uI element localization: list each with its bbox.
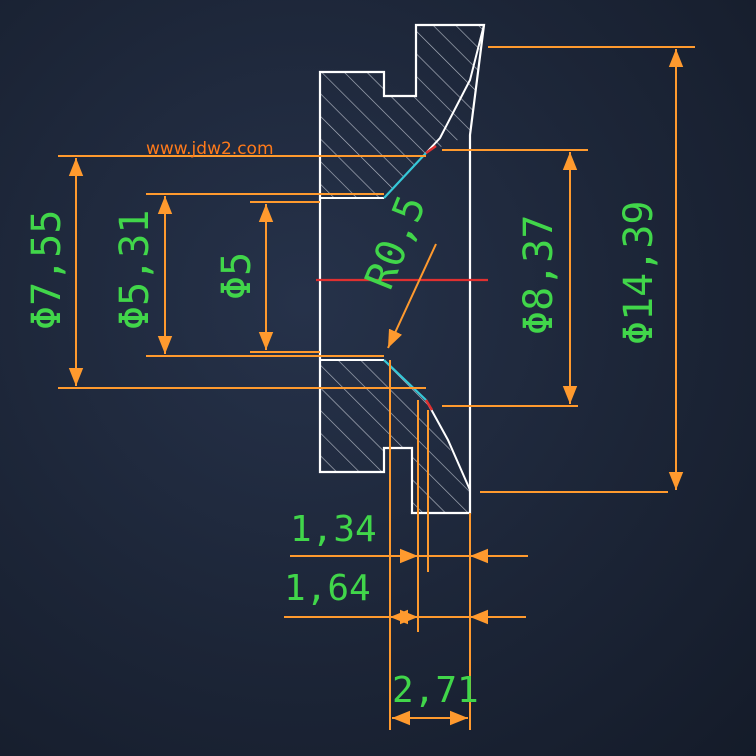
- radius-leader: [387, 243, 437, 349]
- extension-lines: [58, 46, 695, 730]
- dim-1-34: 1,34: [290, 509, 377, 550]
- dimension-lines: [68, 49, 684, 726]
- lower-section-hatch: [320, 360, 470, 513]
- part-section: [316, 23, 488, 515]
- part-outline: [318, 23, 486, 515]
- taper-upper: [425, 24, 485, 154]
- dim-d7-55: Φ7,55: [24, 210, 70, 330]
- watermark-text: www.jdw2.com: [146, 139, 274, 159]
- chamfer-upper: [383, 152, 427, 199]
- dim-d14-39: Φ14,39: [616, 201, 662, 346]
- taper-lower: [425, 399, 471, 491]
- dim-1-64: 1,64: [284, 568, 371, 609]
- dim-d8-37: Φ8,37: [516, 215, 562, 335]
- edge-mark-lower: [424, 399, 434, 411]
- dim-d5: Φ5: [214, 252, 260, 300]
- edge-mark-upper: [425, 144, 437, 155]
- upper-section-hatch: [320, 25, 484, 198]
- dim-2-71: 2,71: [392, 670, 479, 711]
- dim-d5-31: Φ5,31: [112, 210, 158, 330]
